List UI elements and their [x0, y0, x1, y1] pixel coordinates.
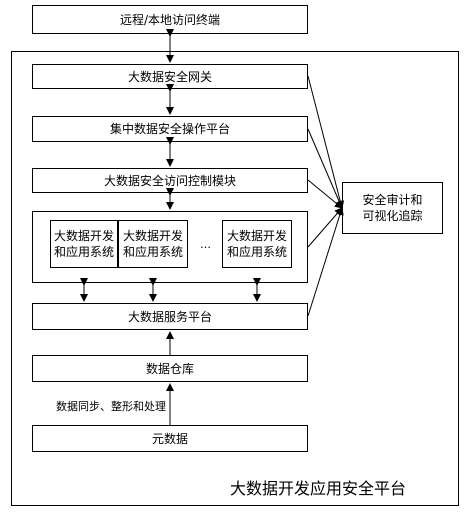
sync-label: 数据同步、整形和处理: [56, 400, 166, 413]
app-systems-group: [32, 211, 308, 283]
ellipsis-text: …: [200, 238, 211, 251]
terminal-node: 远程/本地访问终端: [32, 5, 308, 34]
warehouse-node: 数据仓库: [32, 355, 308, 382]
gateway-label: 大数据安全网关: [127, 69, 212, 84]
metadata-node: 元数据: [32, 425, 308, 452]
warehouse-label: 数据仓库: [145, 361, 194, 376]
link-gateway-audit: [307, 75, 345, 209]
terminal-label: 远程/本地访问终端: [119, 12, 221, 27]
link-apps-audit: [307, 207, 343, 248]
app-system-2: 大数据开发 和应用系统: [118, 220, 188, 268]
app-system-3-label: 大数据开发 和应用系统: [226, 229, 287, 259]
service-platform-label: 大数据服务平台: [127, 309, 212, 324]
platform-title: 大数据开发应用安全平台: [230, 479, 407, 498]
service-platform-node: 大数据服务平台: [32, 303, 308, 330]
app-system-2-label: 大数据开发 和应用系统: [122, 229, 183, 259]
app-system-1: 大数据开发 和应用系统: [50, 220, 118, 268]
audit-node: 安全审计和 可视化追踪: [342, 182, 443, 234]
link-ops-audit: [307, 128, 343, 209]
link-service-audit: [307, 207, 344, 317]
metadata-label: 元数据: [151, 431, 188, 446]
platform-frame: [11, 51, 459, 506]
app-system-1-label: 大数据开发 和应用系统: [53, 229, 114, 259]
access-control-label: 大数据安全访问控制模块: [103, 173, 236, 188]
link-access-audit: [307, 179, 343, 209]
audit-label: 安全审计和 可视化追踪: [362, 193, 423, 223]
app-system-3: 大数据开发 和应用系统: [222, 220, 292, 268]
ops-platform-label: 集中数据安全操作平台: [109, 122, 230, 136]
